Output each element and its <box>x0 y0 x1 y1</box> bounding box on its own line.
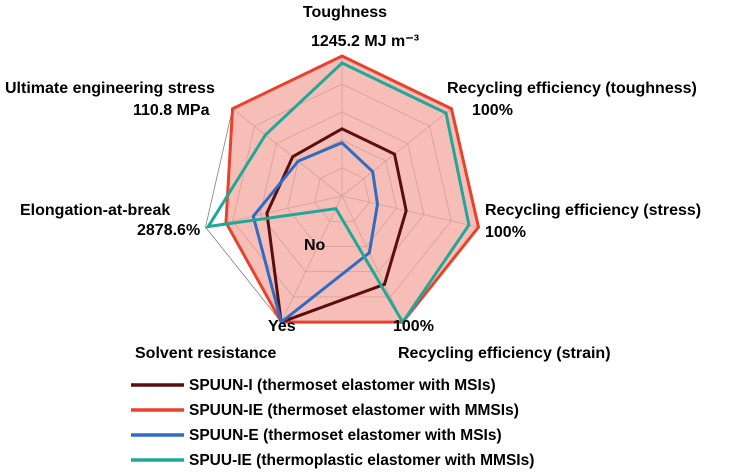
axis-value-solvent-resistance: Yes <box>268 318 296 335</box>
series-line-2 <box>251 141 380 325</box>
series-line-0 <box>265 127 408 325</box>
axis-label-toughness: Toughness <box>303 4 387 21</box>
legend-label-spuu-ie: SPUU-IE (thermoplastic elastomer with MM… <box>189 452 534 469</box>
axis-value-recycling-toughness: 100% <box>472 102 513 119</box>
axis-value-recycling-strain: 100% <box>393 318 434 335</box>
axis-label-recycling-stress: Recycling efficiency (stress) <box>485 202 701 219</box>
legend-label-spuun-ie: SPUUN-IE (thermoset elastomer with MMSIs… <box>189 402 519 419</box>
legend-label-spuun-i: SPUUN-I (thermoset elastomer with MSIs) <box>189 377 496 394</box>
axis-label-elongation: Elongation-at-break <box>20 202 170 219</box>
axis-value-toughness: 1245.2 MJ m⁻³ <box>311 33 419 50</box>
legend: SPUUN-I (thermoset elastomer with MSIs) … <box>131 377 534 469</box>
radar-fills <box>225 56 479 323</box>
axis-label-recycling-strain: Recycling efficiency (strain) <box>398 345 611 362</box>
axis-value-elongation: 2878.6% <box>137 222 200 239</box>
radar-series <box>205 54 481 325</box>
series-line-1 <box>224 54 481 324</box>
axis-label-recycling-toughness: Recycling efficiency (toughness) <box>447 80 697 97</box>
legend-label-spuun-e: SPUUN-E (thermoset elastomer with MSIs) <box>189 427 502 444</box>
axis-label-solvent-resistance: Solvent resistance <box>135 345 277 362</box>
axis-value-ultimate-stress: 110.8 MPa <box>133 102 210 119</box>
center-label: No <box>304 237 326 254</box>
axis-value-recycling-stress: 100% <box>485 224 526 241</box>
axis-label-ultimate-stress: Ultimate engineering stress <box>5 80 215 97</box>
series-line-3 <box>205 61 471 325</box>
series-fill-1 <box>225 56 479 323</box>
